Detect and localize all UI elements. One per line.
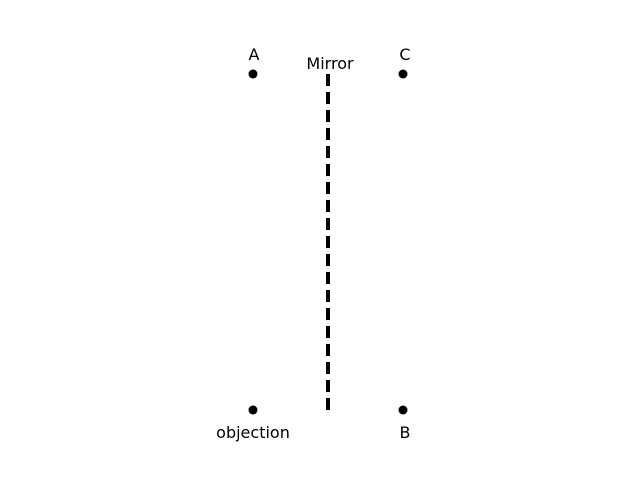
object-point-label: objection (216, 423, 290, 442)
point-b-label: B (400, 423, 411, 442)
point-c-label: C (399, 45, 410, 64)
point-a-marker (248, 69, 258, 79)
point-a-label: A (249, 45, 260, 64)
point-b-marker (398, 405, 408, 415)
mirror-label: Mirror (306, 54, 354, 73)
object-point-marker (248, 405, 258, 415)
point-c-marker (398, 69, 408, 79)
